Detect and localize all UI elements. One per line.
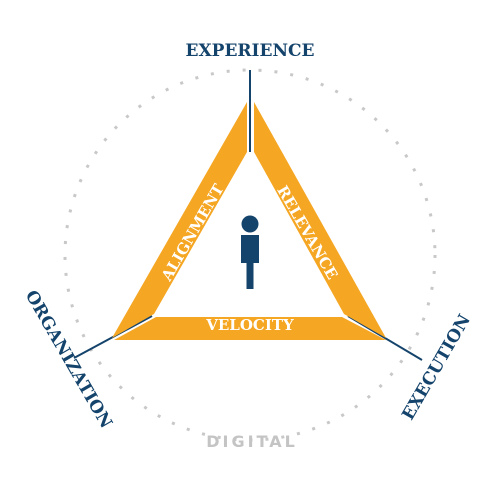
bar-alignment xyxy=(112,102,247,338)
label-organization: ORGANIZATION xyxy=(21,287,116,432)
label-execution: EXECUTION xyxy=(398,311,475,424)
bar-velocity xyxy=(114,317,386,340)
connector-right xyxy=(347,315,423,361)
bar-relevance xyxy=(254,102,386,338)
dashed-circle xyxy=(63,68,437,442)
person-icon xyxy=(241,215,259,289)
label-velocity: VELOCITY xyxy=(205,316,294,334)
label-experience: EXPERIENCE xyxy=(186,41,315,61)
label-digital: DIGITAL xyxy=(206,432,298,451)
label-alignment: ALIGNMENT xyxy=(157,180,228,285)
